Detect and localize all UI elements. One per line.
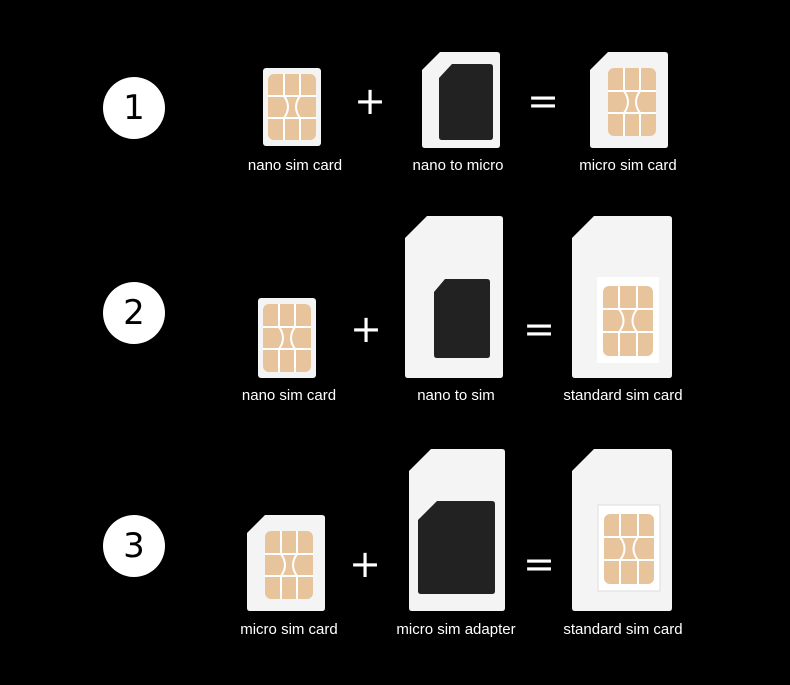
plus-sign: + — [349, 542, 381, 586]
step-number-badge: 3 — [103, 515, 165, 577]
nano-to-sim-adapter-icon — [405, 216, 503, 378]
step-number-badge: 1 — [103, 77, 165, 139]
standard-sim-card-icon — [572, 216, 672, 378]
standard-sim-card-icon — [572, 449, 672, 611]
adapter-label: nano to micro — [412, 157, 504, 174]
nano-to-micro-adapter-icon — [422, 52, 500, 148]
input-card-label: nano sim card — [241, 387, 337, 404]
step-row-1: 1 + = nano sim card nano to micro micro … — [0, 0, 790, 230]
plus-sign: + — [350, 307, 382, 351]
result-card-label: standard sim card — [563, 387, 683, 404]
adapter-label: nano to sim — [417, 387, 495, 404]
adapter-label: micro sim adapter — [396, 621, 516, 638]
micro-sim-adapter-icon — [409, 449, 505, 611]
input-card-label: nano sim card — [247, 157, 343, 174]
nano-sim-card-icon — [258, 298, 316, 378]
result-card-label: micro sim card — [579, 157, 677, 174]
nano-sim-card-icon — [263, 68, 321, 146]
equals-sign: = — [527, 79, 559, 123]
equals-sign: = — [523, 542, 555, 586]
step-number-badge: 2 — [103, 282, 165, 344]
equals-sign: = — [523, 307, 555, 351]
step-row-2: 2 + = nano sim card nano to sim standard… — [103, 216, 683, 404]
input-card-label: micro sim card — [240, 621, 338, 638]
result-card-label: standard sim card — [563, 621, 683, 638]
micro-sim-card-icon — [247, 515, 325, 611]
plus-sign: + — [354, 79, 386, 123]
micro-sim-card-icon — [590, 52, 668, 148]
